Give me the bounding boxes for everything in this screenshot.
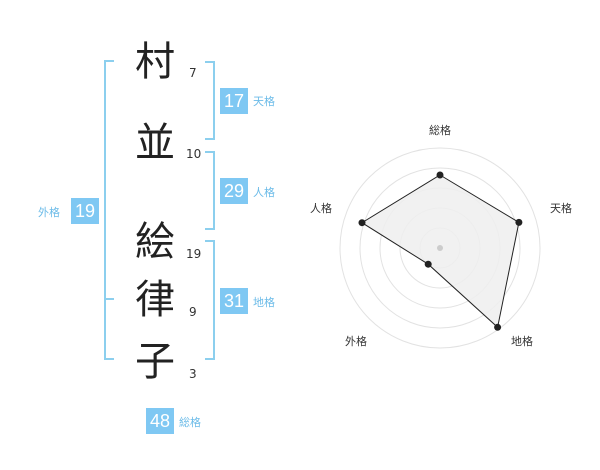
stroke-count-4: 9 <box>189 305 197 319</box>
radar-point-2 <box>515 218 523 226</box>
radar-point-1 <box>436 171 444 179</box>
radar-axis-label-chikaku: 地格 <box>511 334 533 348</box>
name-char-1: 村 <box>135 39 175 85</box>
stroke-count-1: 7 <box>189 66 197 80</box>
name-char-2: 並 <box>135 120 175 166</box>
stroke-count-5: 3 <box>189 367 197 381</box>
radar-center-dot <box>437 245 443 251</box>
jinkaku-label: 人格 <box>253 186 275 199</box>
soukaku-label: 総格 <box>179 416 201 429</box>
radar-point-5 <box>358 219 366 227</box>
radar-axis-label-soukaku: 総格 <box>429 123 451 137</box>
tenkaku-label: 天格 <box>253 95 275 108</box>
radar-point-4 <box>424 260 432 268</box>
radar-ring <box>359 167 521 329</box>
radar-axis-label-jinkaku: 人格 <box>310 201 332 215</box>
gaikaku-label: 外格 <box>38 206 60 219</box>
chikaku-bracket <box>205 240 215 360</box>
tenkaku-bracket <box>205 61 215 140</box>
soukaku-badge: 48 <box>146 408 174 434</box>
gaikaku-bracket-tick <box>104 298 114 300</box>
radar-axis-label-tenkaku: 天格 <box>550 201 572 215</box>
radar-point-3 <box>494 323 502 331</box>
radar-polygon <box>361 174 520 329</box>
chikaku-badge: 31 <box>220 288 248 314</box>
jinkaku-bracket <box>205 151 215 230</box>
name-char-5: 子 <box>135 339 175 385</box>
radar-axis-label-gaikaku: 外格 <box>345 334 367 348</box>
stroke-count-3: 19 <box>186 247 202 261</box>
gaikaku-badge: 19 <box>71 198 99 224</box>
name-char-3: 絵 <box>135 219 175 265</box>
radar-ring <box>339 147 541 349</box>
tenkaku-badge: 17 <box>220 88 248 114</box>
gaikaku-bracket <box>104 60 114 360</box>
stroke-count-2: 10 <box>186 147 202 161</box>
chikaku-label: 地格 <box>253 296 275 309</box>
name-char-4: 律 <box>135 277 175 323</box>
jinkaku-badge: 29 <box>220 178 248 204</box>
